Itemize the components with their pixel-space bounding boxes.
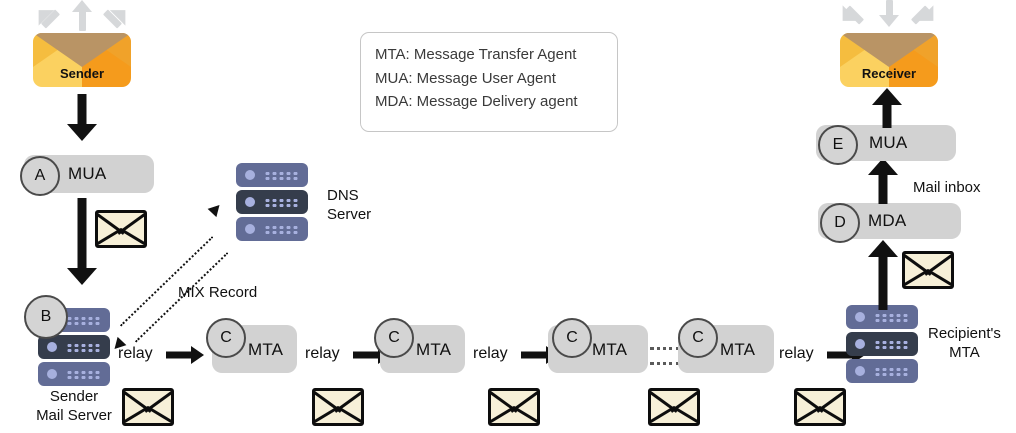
relay-arrow-1	[166, 346, 204, 364]
step-badge-d: D	[820, 203, 860, 243]
step-badge-c-2: C	[374, 318, 414, 358]
recipient-mta-label-line1: Recipient's	[928, 325, 1001, 342]
mta-label-3: MTA	[592, 340, 628, 359]
step-badge-e-text: E	[832, 136, 844, 153]
grey-arrow-downright-receiver	[910, 2, 942, 30]
legend-line-mta: MTA: Message Transfer Agent	[375, 46, 577, 63]
step-badge-c-3-text: C	[566, 329, 578, 346]
step-badge-c-1-text: C	[220, 329, 232, 346]
receiver-envelope-label: Receiver	[861, 66, 917, 81]
recipient-mda-label: MDA	[868, 211, 907, 230]
sender-mua-label: MUA	[68, 164, 107, 183]
sender-envelope-label: Sender	[59, 66, 105, 81]
arrow-mda-to-mua	[868, 158, 898, 204]
mix-record-label: MIX Record	[178, 284, 258, 301]
dns-server-label-line2: Server	[327, 205, 372, 223]
dns-server-label: DNS Server	[327, 187, 371, 225]
dotted-connector-mta3-mta4-top	[650, 347, 680, 350]
recipient-mua-label: MUA	[869, 133, 908, 152]
mail-icon-mda-inbound	[902, 251, 954, 289]
legend-line-mua: MUA: Message User Agent	[375, 69, 556, 87]
recipient-mta-label: Recipient's MTA	[928, 325, 1001, 363]
sender-mail-server-label-line1: Sender	[49, 388, 99, 405]
mta-label-1: MTA	[248, 340, 284, 359]
legend-box: MTA: Message Transfer Agent MUA: Message…	[360, 32, 618, 132]
grey-arrow-upleft-sender	[30, 2, 62, 30]
sender-mail-server-label: Sender Mail Server	[14, 388, 134, 426]
recipient-mta-label-line2: MTA	[949, 343, 980, 361]
mail-icon-sender-server	[122, 388, 174, 426]
sender-envelope-icon: Sender	[33, 33, 131, 87]
mta-label-2: MTA	[416, 340, 452, 359]
relay-label-3: relay	[473, 345, 508, 362]
relay-label-1: relay	[118, 345, 153, 362]
receiver-envelope-icon: Receiver	[840, 33, 938, 87]
step-badge-c-1: C	[206, 318, 246, 358]
step-badge-a: A	[20, 156, 60, 196]
step-badge-a-text: A	[34, 167, 46, 184]
mail-inbox-label: Mail inbox	[913, 179, 981, 196]
mta-label-4: MTA	[720, 340, 756, 359]
step-badge-c-4: C	[678, 318, 718, 358]
step-badge-e: E	[818, 125, 858, 165]
grey-arrow-down-receiver	[876, 0, 902, 28]
relay-label-5: relay	[779, 345, 814, 362]
mail-icon-chain-4	[794, 388, 846, 426]
step-badge-d-text: D	[834, 214, 846, 231]
arrow-mua-to-mailserver	[67, 198, 97, 298]
arrow-sender-to-mua	[67, 94, 97, 142]
grey-arrow-downleft-receiver	[834, 2, 866, 30]
step-badge-b-text: B	[40, 308, 52, 325]
step-badge-c-3: C	[552, 318, 592, 358]
relay-label-2: relay	[305, 345, 340, 362]
mail-icon-chain-3	[648, 388, 700, 426]
mail-icon-chain-2	[488, 388, 540, 426]
step-badge-c-2-text: C	[388, 329, 400, 346]
dotted-arrowhead-to-dns	[207, 200, 224, 218]
arrow-mua-to-receiver	[872, 88, 902, 128]
mail-icon-sender-mua	[95, 210, 147, 248]
arrow-recipientmta-to-mda	[868, 240, 898, 310]
dns-server-icon	[236, 163, 308, 241]
recipient-mta-server-icon	[846, 305, 918, 383]
grey-arrow-upright-sender	[102, 2, 134, 30]
dotted-connector-mta3-mta4-bottom	[650, 362, 680, 365]
sender-mail-server-label-line2: Mail Server	[36, 406, 112, 424]
step-badge-b: B	[24, 295, 68, 339]
grey-arrow-up-sender	[69, 0, 95, 31]
dns-server-label-line1: DNS	[327, 187, 359, 204]
step-badge-c-4-text: C	[692, 329, 704, 346]
mail-icon-chain-1	[312, 388, 364, 426]
legend-line-mda: MDA: Message Delivery agent	[375, 93, 578, 111]
